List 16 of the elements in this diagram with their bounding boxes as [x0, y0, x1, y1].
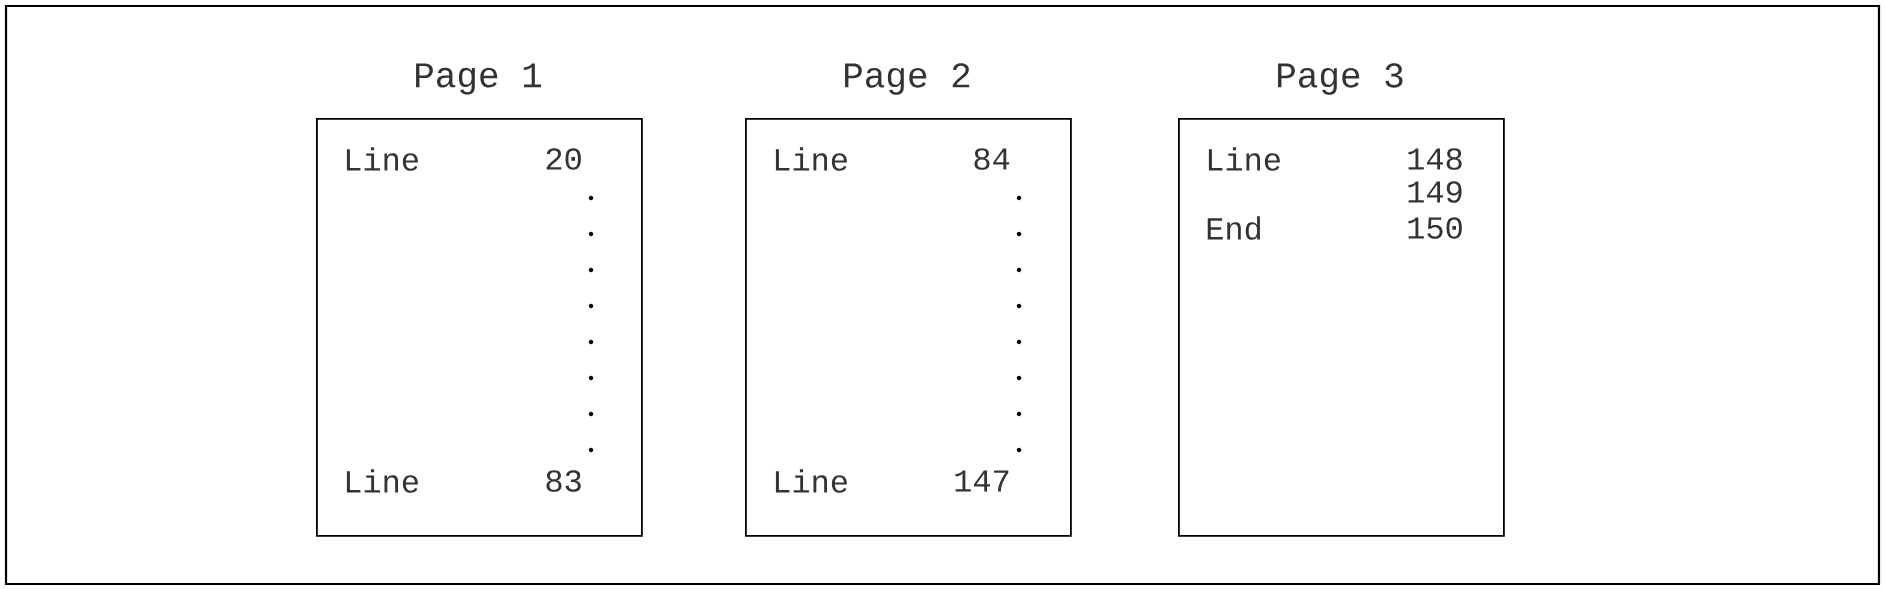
line-number: 147: [955, 470, 1009, 492]
page-title: Page 3: [1278, 63, 1403, 95]
line-label: Line: [346, 469, 418, 493]
line-number: 148: [1408, 148, 1462, 170]
line-number: 83: [546, 470, 581, 492]
line-label: Line: [1208, 147, 1280, 171]
line-label: Line: [775, 469, 847, 493]
line-label: End: [1207, 216, 1260, 240]
page-title: Page 1: [416, 63, 542, 95]
line-number: 150: [1408, 217, 1462, 239]
line-number: 84: [974, 148, 1010, 170]
line-label: Line: [346, 147, 418, 171]
page-title: Page 2: [845, 63, 970, 95]
line-label: Line: [775, 147, 847, 171]
line-number: 20: [546, 148, 581, 170]
line-number: 149: [1408, 181, 1462, 203]
